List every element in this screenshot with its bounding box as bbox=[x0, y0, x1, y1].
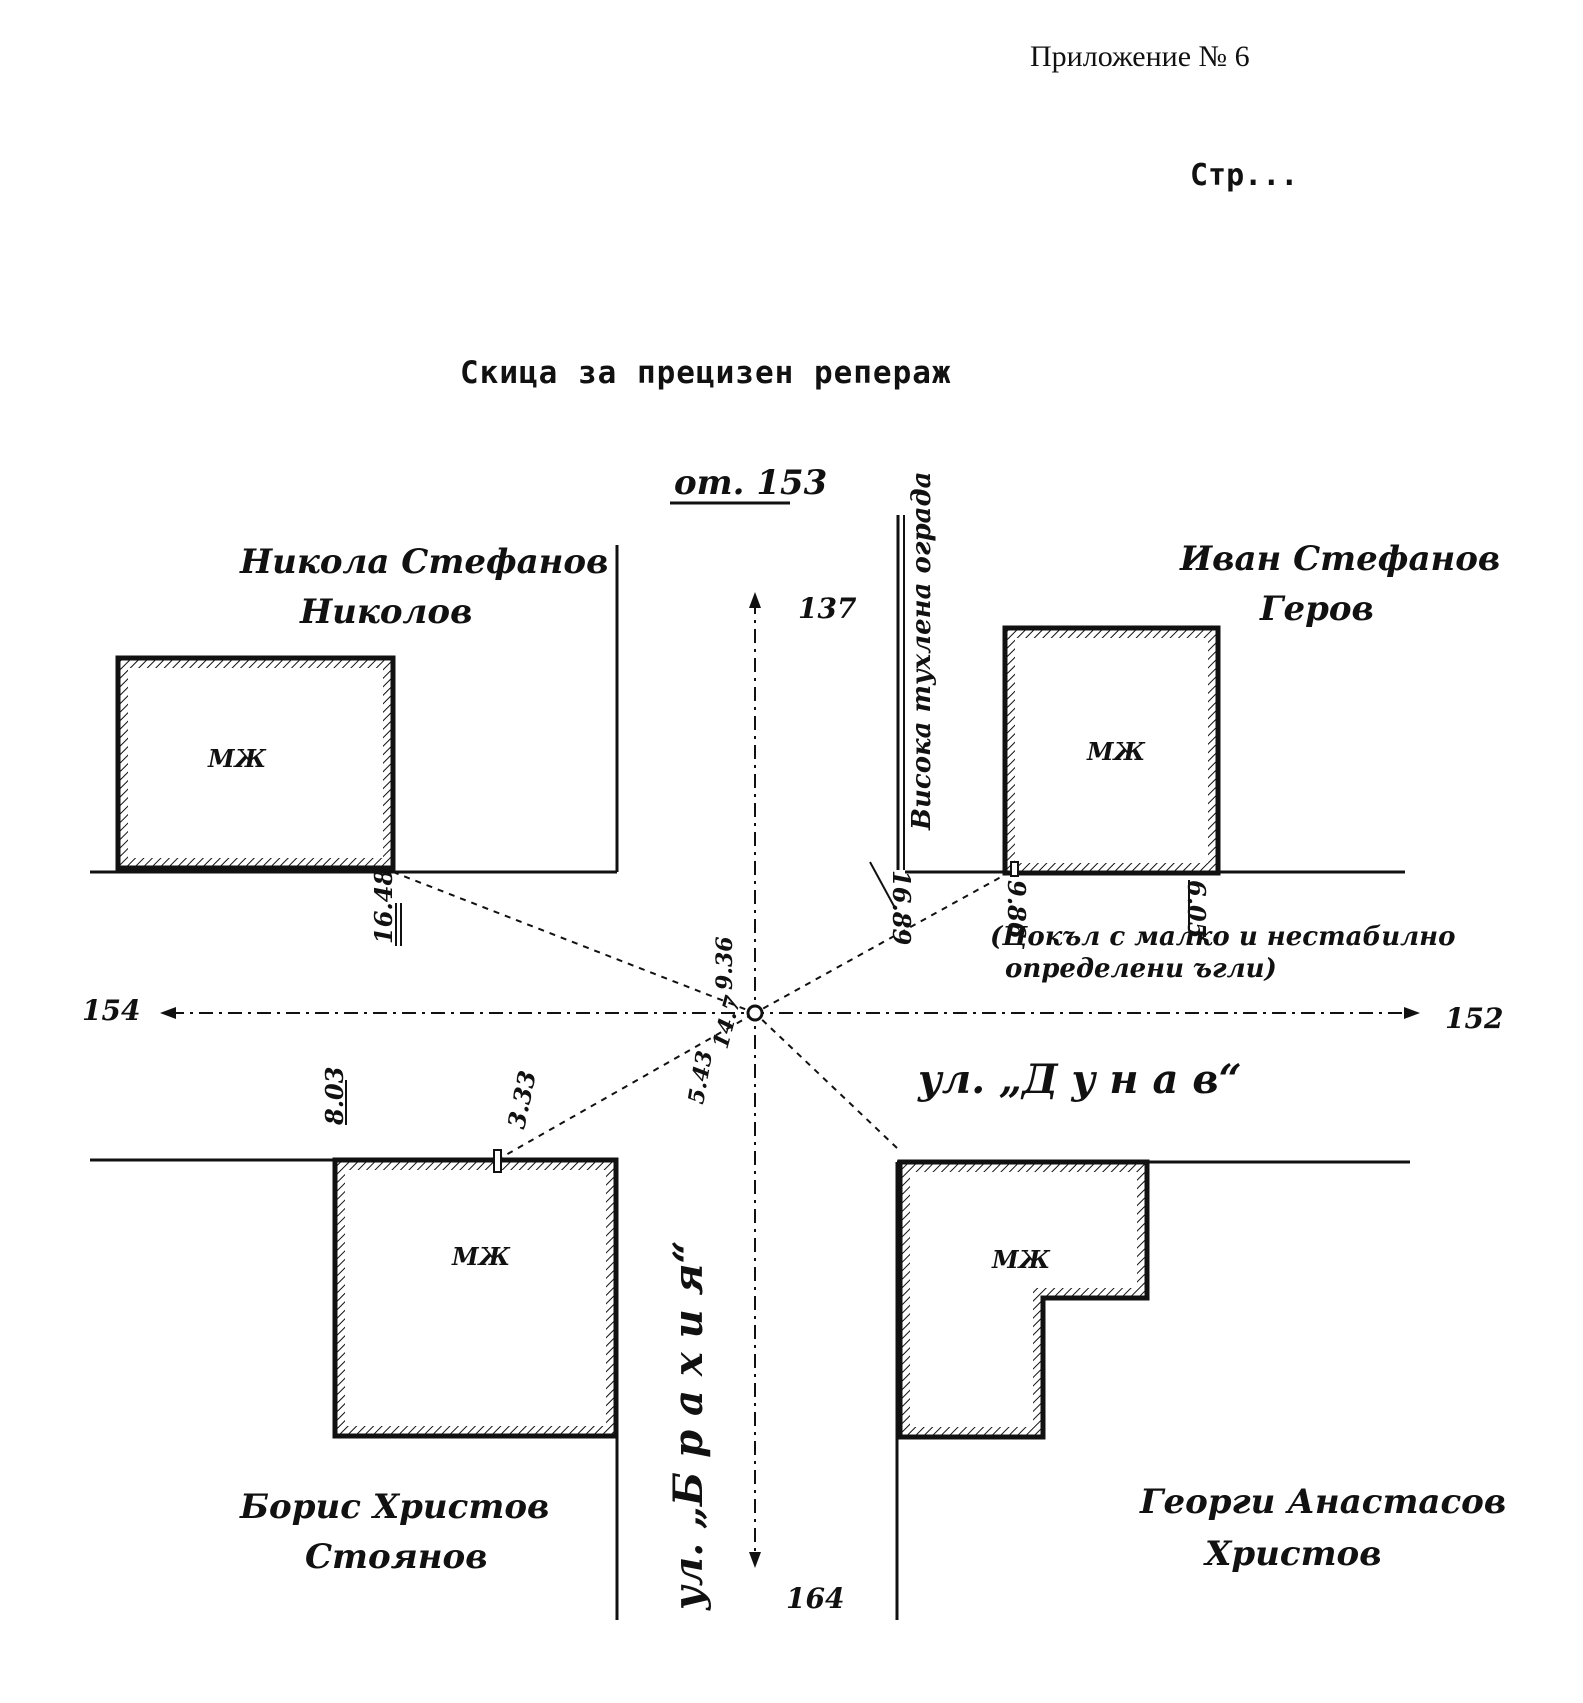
owner-nw-line-1: Никола Стефанов bbox=[239, 542, 608, 582]
measurement-center-north: 9.36 bbox=[712, 936, 738, 990]
measurement-ne-wall: 6.05 bbox=[1182, 880, 1211, 938]
survey-mark-sw bbox=[493, 1149, 502, 1173]
tie-line-nw bbox=[392, 871, 756, 1014]
note-line-1: (Цокъл с малко и нестабилно bbox=[990, 922, 1455, 952]
direction-west: 154 bbox=[82, 994, 140, 1027]
owner-sw-line-2: Стоянов bbox=[305, 1537, 488, 1577]
owner-nw-line-2: Николов bbox=[299, 592, 472, 632]
street-label-horizontal: ул. „Д у н а в“ bbox=[917, 1056, 1242, 1103]
tie-lines bbox=[392, 871, 1011, 1161]
measurement-fence-corner: 16.89 bbox=[887, 870, 916, 945]
survey-axes bbox=[170, 600, 1410, 1560]
note-line-2: определени ъгли) bbox=[1005, 954, 1277, 984]
tie-line-sw bbox=[496, 1012, 756, 1161]
building-se bbox=[897, 1159, 1150, 1440]
arrow-east bbox=[1404, 1007, 1420, 1019]
measurement-center-b: 5.43 bbox=[683, 1049, 718, 1106]
tie-line-ne bbox=[754, 871, 1011, 1014]
building-sw bbox=[332, 1157, 619, 1439]
owner-sw-line-1: Борис Христов bbox=[239, 1487, 549, 1527]
arrow-north bbox=[749, 592, 761, 608]
building-label-ne: МЖ bbox=[1086, 737, 1146, 766]
owner-ne-line-1: Иван Стефанов bbox=[1179, 539, 1500, 579]
appendix-label: Приложение № 6 bbox=[1030, 40, 1250, 73]
arrow-west bbox=[160, 1007, 176, 1019]
arrow-south bbox=[749, 1552, 761, 1568]
survey-mark-ne bbox=[1010, 861, 1019, 877]
measurement-fence-corner-rule bbox=[869, 861, 896, 909]
page-number: Стр... bbox=[1190, 158, 1299, 193]
building-label-nw: МЖ bbox=[207, 744, 267, 773]
direction-north: 137 bbox=[798, 592, 857, 625]
brick-fence bbox=[896, 515, 905, 870]
building-label-sw: МЖ bbox=[451, 1242, 511, 1271]
building-nw bbox=[115, 655, 396, 871]
building-ne bbox=[1002, 625, 1221, 876]
direction-south: 164 bbox=[786, 1582, 844, 1615]
owner-ne-line-2: Геров bbox=[1259, 589, 1374, 629]
measurement-ne-tie: 9.86 bbox=[1002, 880, 1031, 939]
benchmark-point bbox=[746, 1004, 764, 1022]
sketch-title: Скица за прецизен репераж bbox=[460, 355, 952, 391]
street-label-vertical: ул. „Б р а х и я“ bbox=[665, 1240, 712, 1611]
owner-se-line-2: Христов bbox=[1203, 1534, 1382, 1574]
direction-east: 152 bbox=[1445, 1002, 1503, 1035]
tie-line-se bbox=[754, 1012, 898, 1149]
building-label-se: МЖ bbox=[991, 1245, 1051, 1274]
owner-se-line-1: Георги Анастасов bbox=[1139, 1482, 1506, 1522]
fence-label: Висока тухлена ограда bbox=[907, 472, 937, 831]
measurement-nw-tie: 16.48 bbox=[369, 869, 398, 944]
measurement-sw-corner: 8.03 bbox=[320, 1067, 349, 1126]
measurement-sw-tie: 3.33 bbox=[502, 1068, 543, 1131]
marker-label: от. 153 bbox=[674, 463, 827, 503]
